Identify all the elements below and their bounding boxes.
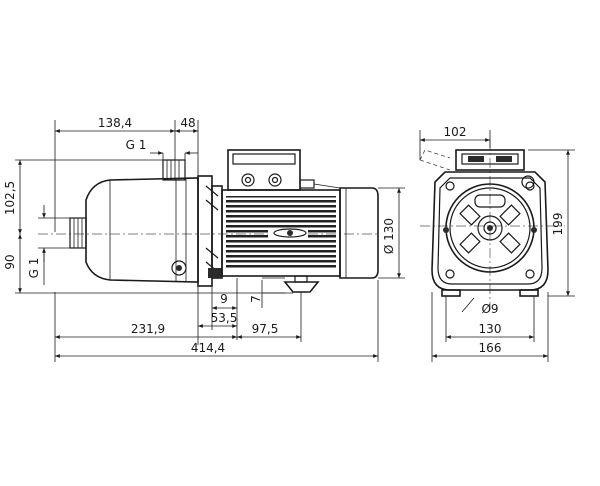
label-90: 90	[3, 254, 17, 269]
dim-90: 90	[3, 234, 293, 294]
dim-130: 130	[446, 322, 534, 339]
dim-199: 199	[528, 149, 575, 297]
side-view: 138,4 48 G 1 102,5 90	[3, 116, 405, 362]
label-130: 130	[479, 322, 502, 336]
dim-414-4: 414,4	[55, 280, 379, 362]
drain-plug	[171, 260, 187, 276]
dim-7: 7	[249, 277, 285, 308]
label-53-5: 53,5	[211, 311, 238, 325]
dim-53-5: 53,5	[197, 286, 238, 345]
dim-166: 166	[431, 292, 549, 362]
dim-97-5: 97,5	[237, 292, 302, 342]
dim-102-5: 102,5	[3, 159, 163, 234]
motor-body	[221, 189, 341, 277]
motor-end-cover	[339, 187, 379, 279]
label-g1-top: G 1	[126, 138, 147, 152]
dim-d130: Ø 130	[378, 187, 405, 279]
motor-foot	[283, 275, 320, 293]
end-foot-right	[519, 289, 539, 297]
dim-g1-left: G 1	[27, 205, 70, 285]
label-48: 48	[180, 116, 195, 130]
label-138-4: 138,4	[98, 116, 132, 130]
label-102-5: 102,5	[3, 181, 17, 215]
dim-d9: Ø9	[445, 296, 535, 342]
label-d9: Ø9	[481, 302, 498, 316]
bolt-hole	[525, 269, 535, 279]
label-102: 102	[444, 125, 467, 139]
dim-138-4: 138,4	[54, 116, 176, 232]
lantern-flange	[197, 175, 223, 287]
bolt-hole	[525, 181, 535, 191]
dim-231-9: 231,9	[54, 292, 237, 362]
end-dashed-discharge	[419, 149, 451, 171]
end-terminal-box	[455, 149, 535, 189]
label-97-5: 97,5	[252, 322, 279, 336]
suction-nozzle	[69, 217, 87, 249]
dim-48: 48	[175, 116, 199, 176]
bolt-hole	[445, 181, 455, 191]
dim-g1-top: G 1	[126, 138, 198, 160]
label-g1-left: G 1	[27, 258, 41, 279]
label-7: 7	[249, 295, 263, 303]
dim-102: 102	[419, 125, 491, 160]
terminal-box	[227, 149, 341, 191]
bolt-hole	[445, 269, 455, 279]
label-231-9: 231,9	[131, 322, 165, 336]
label-199: 199	[551, 213, 565, 236]
end-foot-left	[441, 289, 461, 297]
label-414-4: 414,4	[191, 341, 225, 355]
label-d130: Ø 130	[382, 218, 396, 254]
dim-9: 9	[211, 278, 238, 340]
end-view: 102 199 Ø9 130 166	[419, 125, 575, 362]
label-9: 9	[220, 292, 228, 306]
label-166: 166	[479, 341, 502, 355]
discharge-nozzle	[162, 159, 186, 181]
